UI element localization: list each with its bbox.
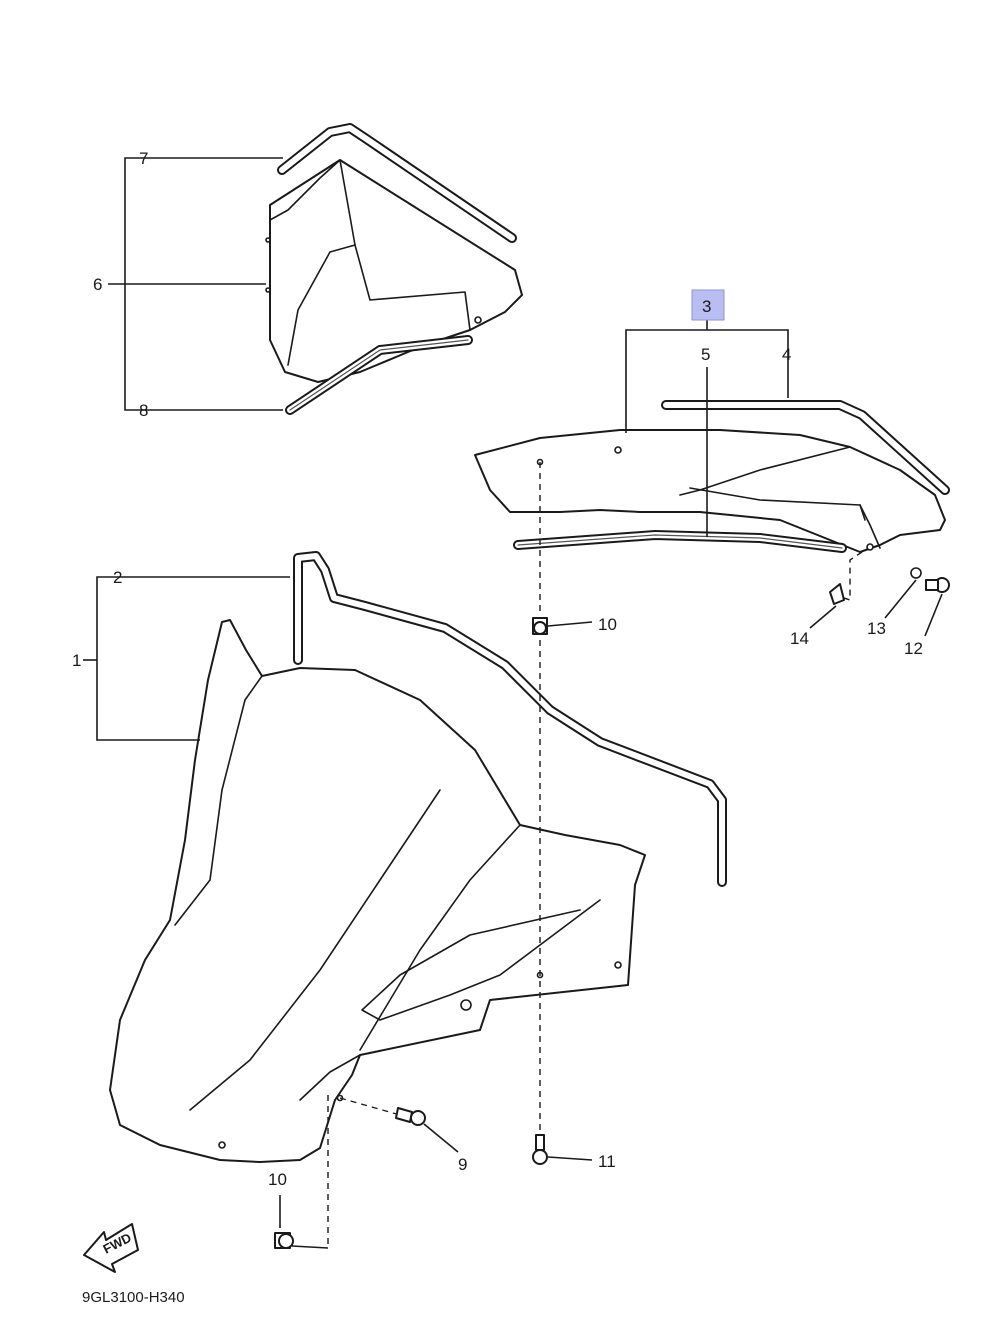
callout-9: 9 xyxy=(458,1155,467,1174)
callout-14: 14 xyxy=(790,629,809,648)
part-1-windscreen xyxy=(109,619,646,1163)
fastener-group-12-13-14 xyxy=(809,551,950,637)
part-5-trim-strip xyxy=(513,530,847,553)
part-4-trim-strip xyxy=(661,400,950,495)
callout-7: 7 xyxy=(139,149,148,168)
callout-bracket-6-7-8 xyxy=(108,157,283,411)
callout-10-upper: 10 xyxy=(598,615,617,634)
callout-1: 1 xyxy=(72,651,81,670)
fastener-9 xyxy=(339,1097,459,1153)
callout-3-highlight xyxy=(691,289,725,321)
callout-13: 13 xyxy=(867,619,886,638)
callout-2: 2 xyxy=(113,568,122,587)
part-6-side-cover xyxy=(265,159,523,383)
part-8-trim-strip xyxy=(285,335,473,415)
part-3-inner-panel xyxy=(474,429,946,553)
fastener-10-upper xyxy=(532,462,593,1140)
diagram-code: 9GL3100-H340 xyxy=(82,1289,185,1306)
fastener-11 xyxy=(532,1134,593,1165)
callout-11: 11 xyxy=(598,1152,616,1171)
callout-3: 3 xyxy=(702,297,711,316)
callout-labels: 1 2 3 4 5 6 7 8 9 10 10 11 12 13 14 xyxy=(72,149,923,1189)
callout-5: 5 xyxy=(701,345,710,364)
part-2-edge-trim xyxy=(293,551,727,887)
forward-arrow-icon: FWD xyxy=(83,1223,139,1273)
fastener-10-lower xyxy=(274,1095,329,1249)
part-7-trim-strip xyxy=(277,123,517,243)
callout-8: 8 xyxy=(139,401,148,420)
callout-bracket-1-2 xyxy=(83,576,290,741)
callout-4: 4 xyxy=(782,345,791,364)
callout-12: 12 xyxy=(904,639,923,658)
callout-10-lower: 10 xyxy=(268,1170,287,1189)
callout-6: 6 xyxy=(93,275,102,294)
